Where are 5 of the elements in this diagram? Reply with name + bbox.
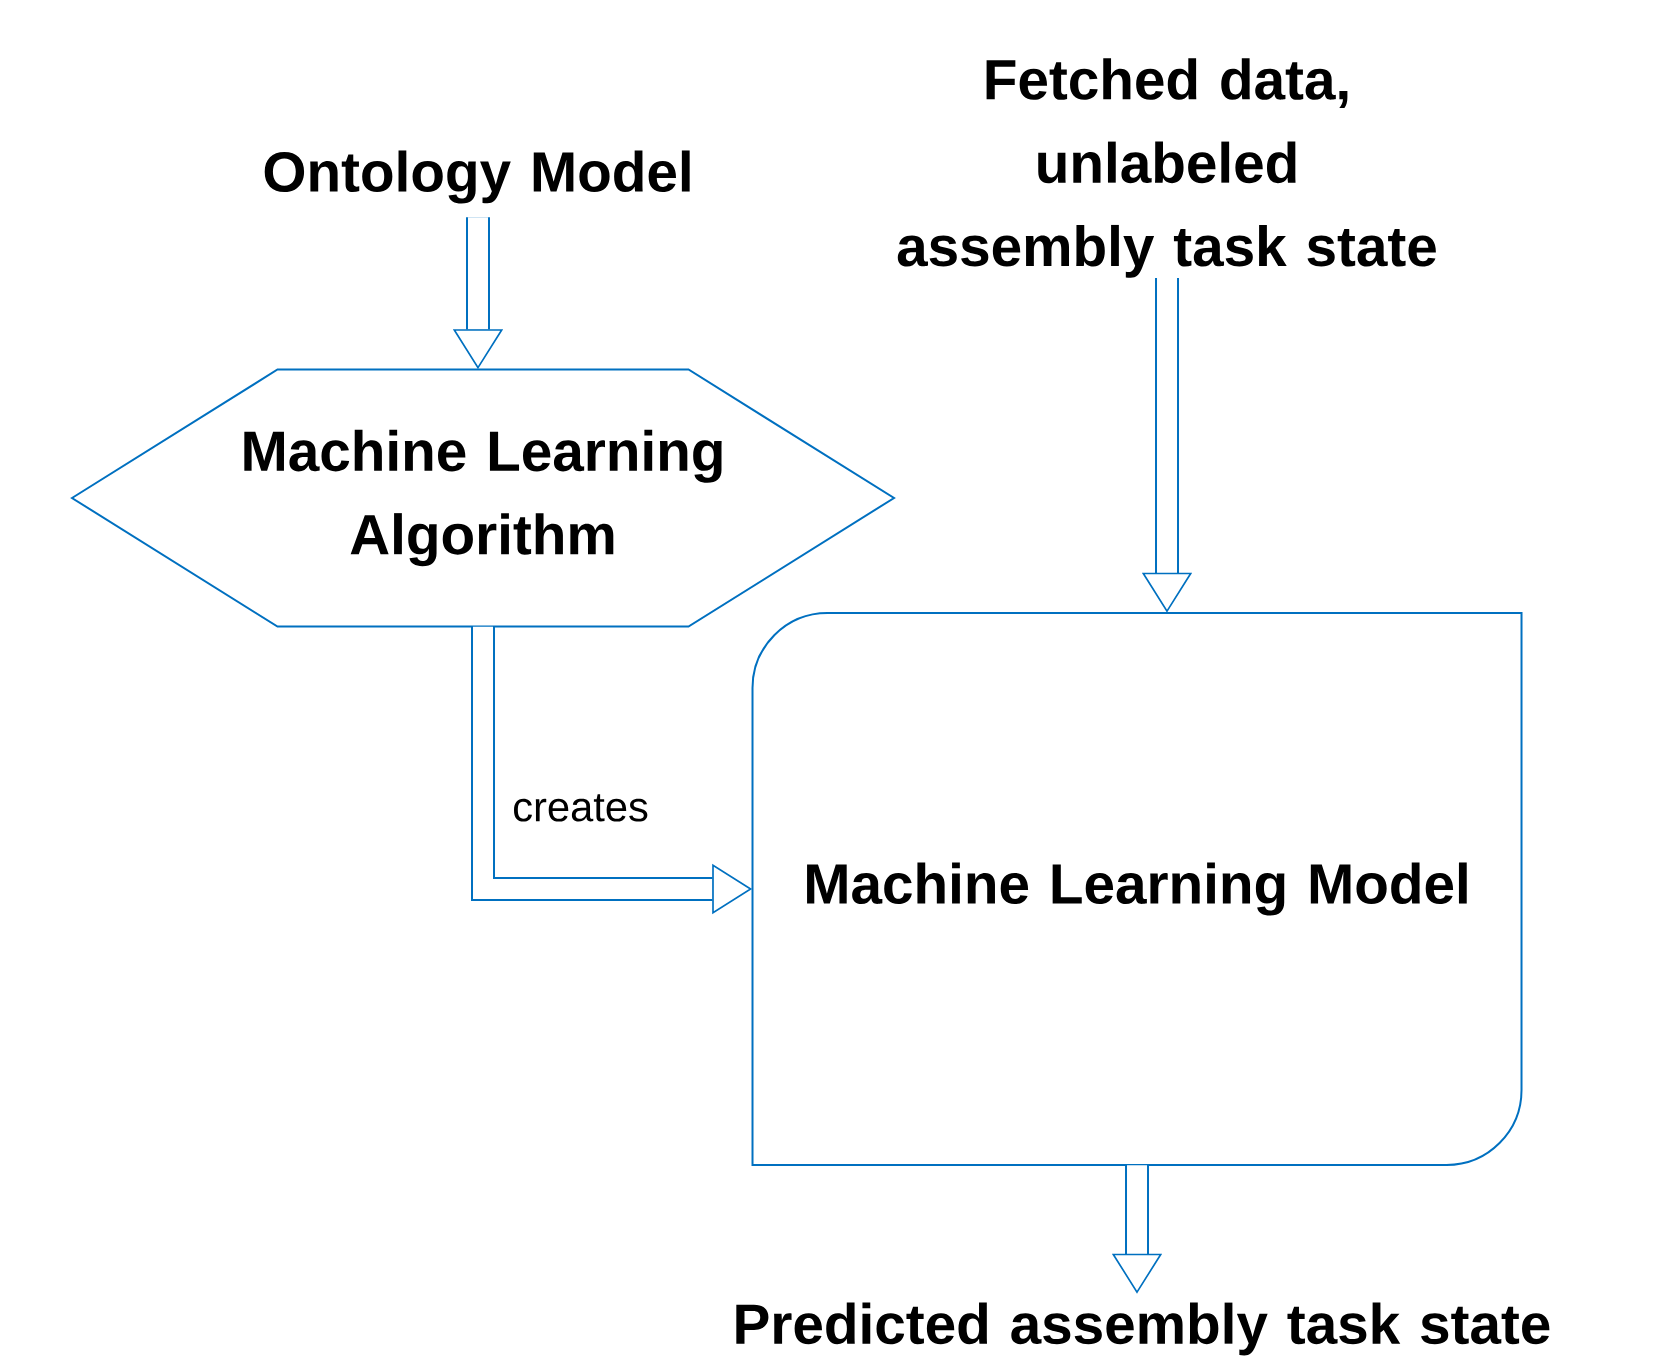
node-text: Ontology Model (264, 150, 690, 204)
edge-label: creates (514, 794, 648, 822)
node-text: Fetched data, unlabeled assembly task state (897, 58, 1436, 278)
process-box: Machine Learning Model (751, 612, 1523, 1166)
node-text: Predicted assembly task state (736, 1302, 1550, 1356)
